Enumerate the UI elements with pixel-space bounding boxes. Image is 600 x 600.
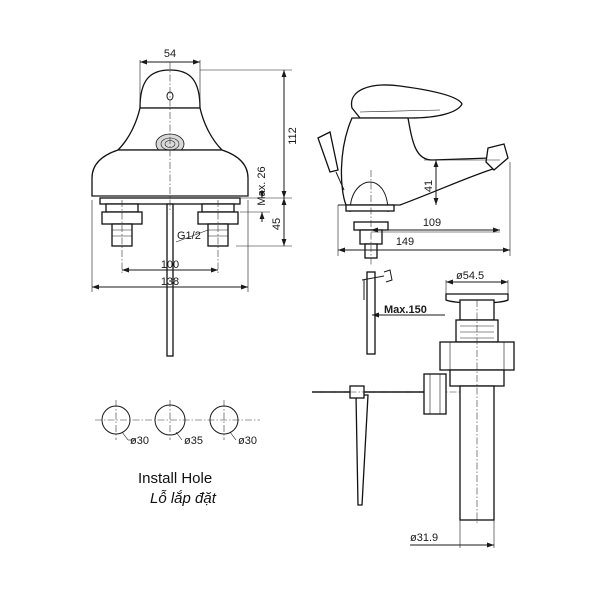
pop-up-assembly: Max.150 ø54.5 ø31.9 (312, 269, 515, 548)
dim-depth: 149 (396, 236, 414, 248)
dim-deck-max: Max. 26 (256, 166, 268, 205)
side-view: 41 109 149 (317, 84, 511, 265)
dim-max-deck: Max.150 (384, 304, 427, 316)
dim-shank: 45 (271, 218, 283, 230)
dim-width-top: 54 (164, 48, 176, 60)
front-view: 54 112 Max. 26 45 G1/2 100 138 (91, 48, 299, 357)
spout-tip (485, 143, 509, 171)
left-shank (101, 203, 143, 247)
thread-label: G1/2 (177, 230, 201, 242)
side-handle-lever (350, 84, 463, 119)
caption-title: Install Hole (138, 470, 212, 487)
dim-drain-top: ø54.5 (456, 270, 484, 282)
caption-subtitle: Lỗ lắp đặt (150, 490, 217, 507)
dim-reach: 109 (423, 217, 441, 229)
dim-spout-height: 41 (423, 180, 435, 192)
vertical-rod (366, 271, 376, 355)
side-body (340, 117, 497, 206)
hole-center-label: ø35 (184, 435, 203, 447)
pop-up-knob (317, 131, 339, 173)
hole-right-label: ø30 (238, 435, 257, 447)
dim-centers: 100 (161, 259, 179, 271)
drain-connector (423, 373, 447, 415)
dim-height-total: 112 (287, 127, 299, 145)
hole-left-label: ø30 (130, 435, 149, 447)
install-holes: ø30 ø35 ø30 Install Hole Lỗ lắp đặt (95, 400, 260, 507)
dim-drain-pipe: ø31.9 (410, 532, 438, 544)
lift-rod (355, 394, 369, 506)
dim-width-base: 138 (161, 276, 179, 288)
